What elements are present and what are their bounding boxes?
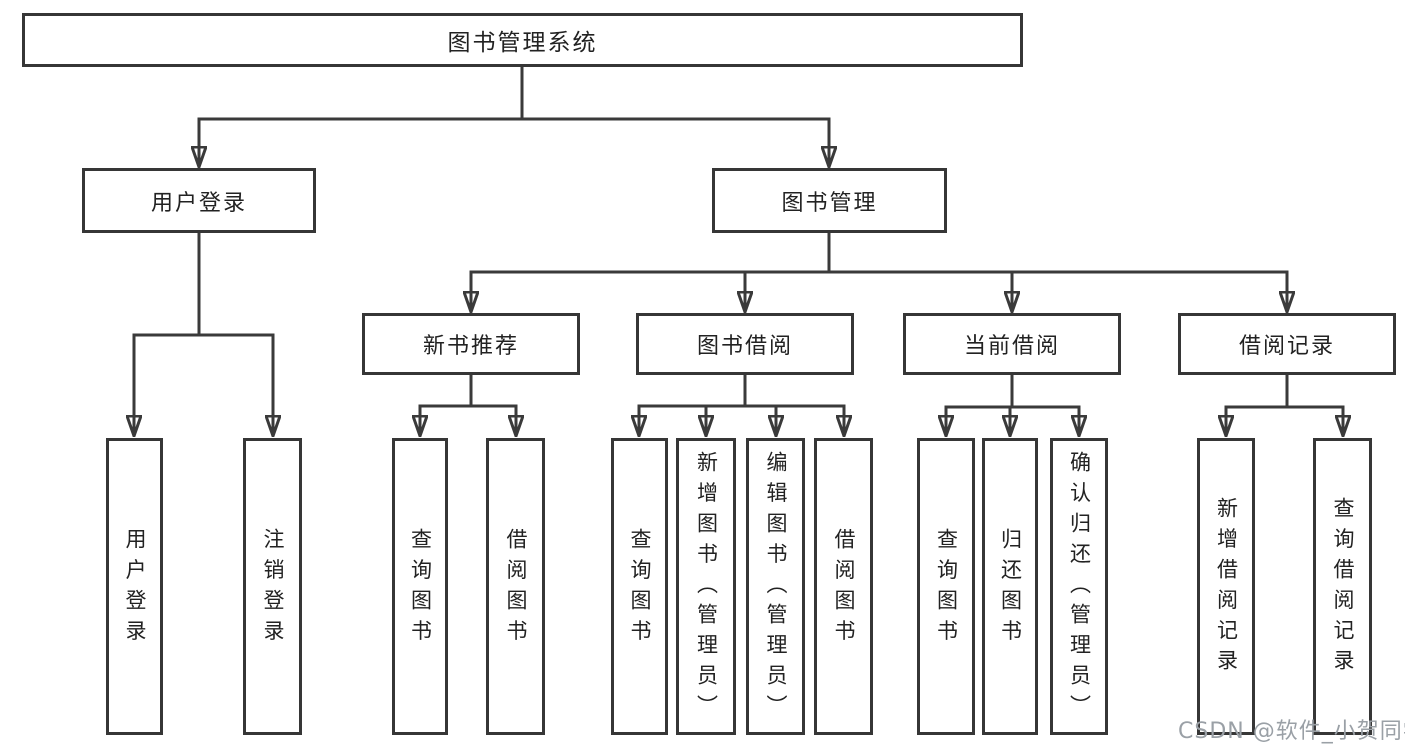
leaf-borrow-books-label: 借阅图书 bbox=[832, 527, 856, 650]
leaf-query-books-recommend: 查询图书 bbox=[392, 438, 448, 735]
leaf-borrow-books-recommend-label: 借阅图书 bbox=[504, 527, 528, 650]
leaf-user-login-label: 用户登录 bbox=[123, 527, 147, 650]
node-new-book-recommend: 新书推荐 bbox=[362, 313, 580, 375]
connector-newbookrec-to-leaves bbox=[420, 375, 516, 436]
node-root-label: 图书管理系统 bbox=[447, 30, 598, 56]
node-root-system: 图书管理系统 bbox=[22, 13, 1023, 67]
leaf-query-books-borrow: 查询图书 bbox=[611, 438, 668, 735]
leaf-return-book: 归还图书 bbox=[982, 438, 1038, 735]
leaf-query-borrow-record-label: 查询借阅记录 bbox=[1331, 497, 1355, 680]
leaf-add-book-admin-label: 新增图书（管理员） bbox=[694, 451, 719, 726]
leaf-query-books-borrow-label: 查询图书 bbox=[628, 527, 652, 650]
leaf-confirm-return-admin: 确认归还（管理员） bbox=[1050, 438, 1108, 735]
node-borrow-records-label: 借阅记录 bbox=[1238, 334, 1335, 359]
leaf-query-books-recommend-label: 查询图书 bbox=[408, 527, 433, 650]
leaf-return-book-label: 归还图书 bbox=[998, 527, 1023, 650]
leaf-borrow-books-recommend: 借阅图书 bbox=[486, 438, 545, 735]
node-borrow-records: 借阅记录 bbox=[1178, 313, 1396, 375]
node-book-management: 图书管理 bbox=[712, 168, 947, 233]
node-book-borrow-label: 图书借阅 bbox=[696, 334, 793, 359]
node-current-borrow-label: 当前借阅 bbox=[963, 334, 1060, 359]
leaf-query-books-current-label: 查询图书 bbox=[934, 527, 959, 650]
leaf-borrow-books: 借阅图书 bbox=[814, 438, 873, 735]
leaf-edit-book-admin: 编辑图书（管理员） bbox=[746, 438, 805, 735]
leaf-logout: 注销登录 bbox=[243, 438, 302, 735]
leaf-add-borrow-record: 新增借阅记录 bbox=[1197, 438, 1255, 735]
node-book-borrow: 图书借阅 bbox=[636, 313, 854, 375]
connector-bookmgmt-to-level3 bbox=[471, 233, 1287, 312]
leaf-user-login: 用户登录 bbox=[106, 438, 163, 735]
node-user-login-label: 用户登录 bbox=[150, 190, 247, 216]
node-current-borrow: 当前借阅 bbox=[903, 313, 1121, 375]
leaf-edit-book-admin-label: 编辑图书（管理员） bbox=[764, 451, 788, 726]
csdn-watermark: CSDN @软件_小贺同学 bbox=[1178, 719, 1405, 744]
node-book-management-label: 图书管理 bbox=[781, 190, 878, 216]
leaf-query-books-current: 查询图书 bbox=[917, 438, 975, 735]
connector-borrowrecords-to-leaves bbox=[1226, 375, 1343, 436]
node-new-book-recommend-label: 新书推荐 bbox=[422, 334, 519, 359]
leaf-confirm-return-admin-label: 确认归还（管理员） bbox=[1067, 451, 1092, 726]
leaf-logout-label: 注销登录 bbox=[261, 527, 285, 650]
connector-root-to-level2 bbox=[199, 67, 829, 167]
leaf-query-borrow-record: 查询借阅记录 bbox=[1313, 438, 1372, 735]
connector-currentborrow-to-leaves bbox=[946, 375, 1079, 436]
connector-userlogin-to-leaves bbox=[134, 233, 273, 436]
node-user-login: 用户登录 bbox=[82, 168, 316, 233]
connector-bookborrow-to-leaves bbox=[639, 375, 844, 436]
leaf-add-book-admin: 新增图书（管理员） bbox=[676, 438, 736, 735]
leaf-add-borrow-record-label: 新增借阅记录 bbox=[1214, 497, 1239, 680]
